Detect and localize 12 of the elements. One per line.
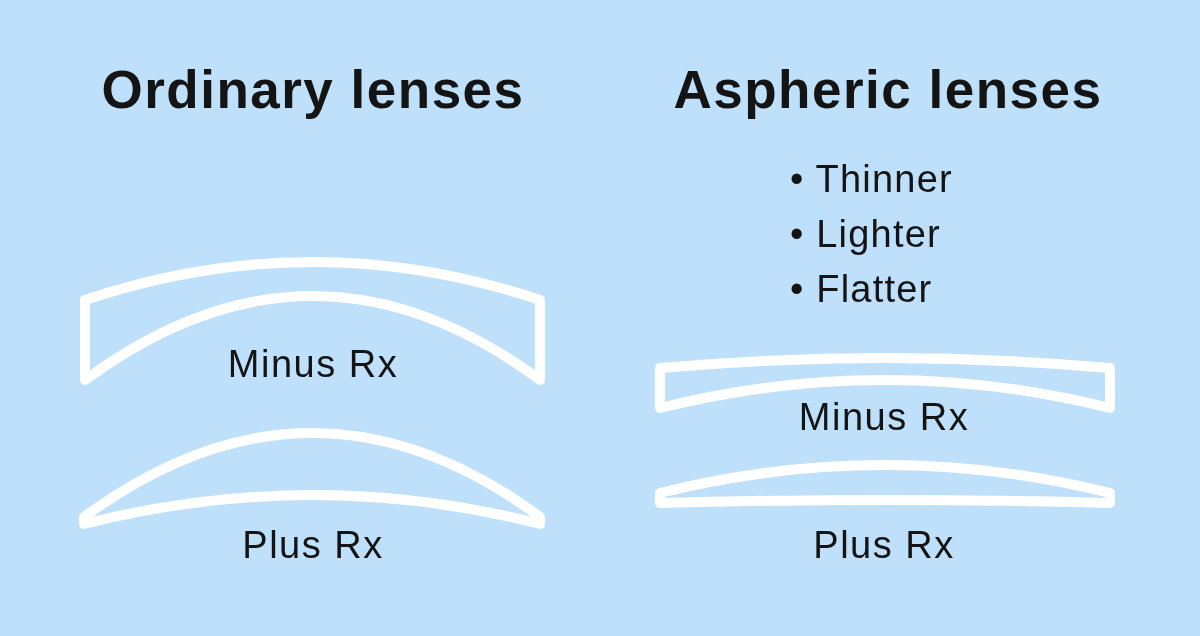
lens-cross-section xyxy=(78,426,546,530)
column-heading: Aspheric lenses xyxy=(673,59,1103,121)
column-heading: Ordinary lenses xyxy=(101,59,525,121)
list-item: • Flatter xyxy=(790,268,933,312)
lens-caption: Plus Rx xyxy=(813,524,955,568)
lens-caption: Minus Rx xyxy=(227,343,399,387)
lens-caption: Plus Rx xyxy=(242,524,384,568)
lens-cross-section xyxy=(78,255,546,386)
list-item: • Lighter xyxy=(790,213,941,257)
lens-cross-section xyxy=(654,459,1116,509)
list-item: • Thinner xyxy=(790,158,953,202)
lens-caption: Minus Rx xyxy=(798,396,970,440)
